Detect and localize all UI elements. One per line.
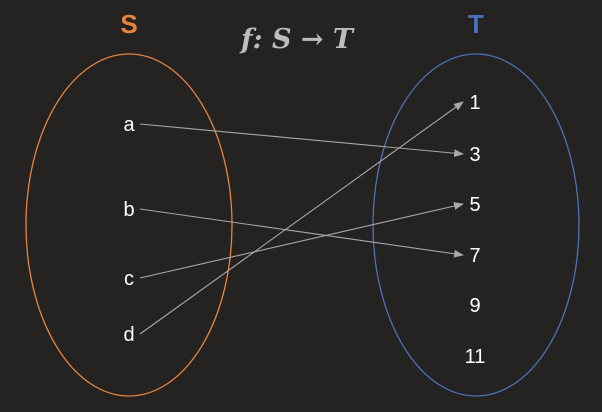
codomain-element: 11 <box>465 346 486 368</box>
mapping-arrows <box>139 101 464 335</box>
function-label: f: S → T <box>239 24 355 55</box>
codomain-element: 9 <box>469 295 480 317</box>
domain-element: d <box>123 324 134 346</box>
set-s-ellipse <box>25 53 233 397</box>
mapping-arrow-b-to-7 <box>139 208 464 258</box>
set-s-elements: a b c d <box>123 114 135 346</box>
mapping-arrow-d-to-1 <box>139 101 464 335</box>
domain-element: b <box>123 199 134 221</box>
codomain-element: 3 <box>469 144 480 166</box>
codomain-element: 1 <box>469 92 480 114</box>
domain-element: c <box>124 268 134 290</box>
mapping-arrow-a-to-3 <box>139 123 464 158</box>
set-t-elements: 1 3 5 7 9 11 <box>465 92 486 368</box>
set-t-title: T <box>468 9 484 39</box>
codomain-element: 5 <box>469 194 480 216</box>
domain-element: a <box>123 114 135 136</box>
mapping-arrow-c-to-5 <box>139 202 464 279</box>
set-s-title: S <box>120 9 137 39</box>
codomain-element: 7 <box>469 245 480 267</box>
